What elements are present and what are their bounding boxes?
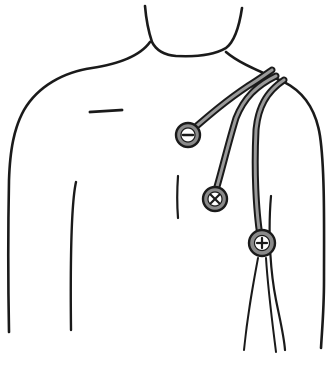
left-clavicle-mark [90,110,122,112]
lower-lead-wire-left [244,258,258,350]
electrode-x [203,187,227,211]
right-shoulder-outline [226,52,324,348]
electrode-plus [249,230,275,256]
electrode-minus [176,123,200,147]
sternum-mark [177,176,178,218]
left-inner-arm-line [71,182,76,330]
left-shoulder-outline [8,42,150,332]
neck-left-outline [145,6,242,56]
